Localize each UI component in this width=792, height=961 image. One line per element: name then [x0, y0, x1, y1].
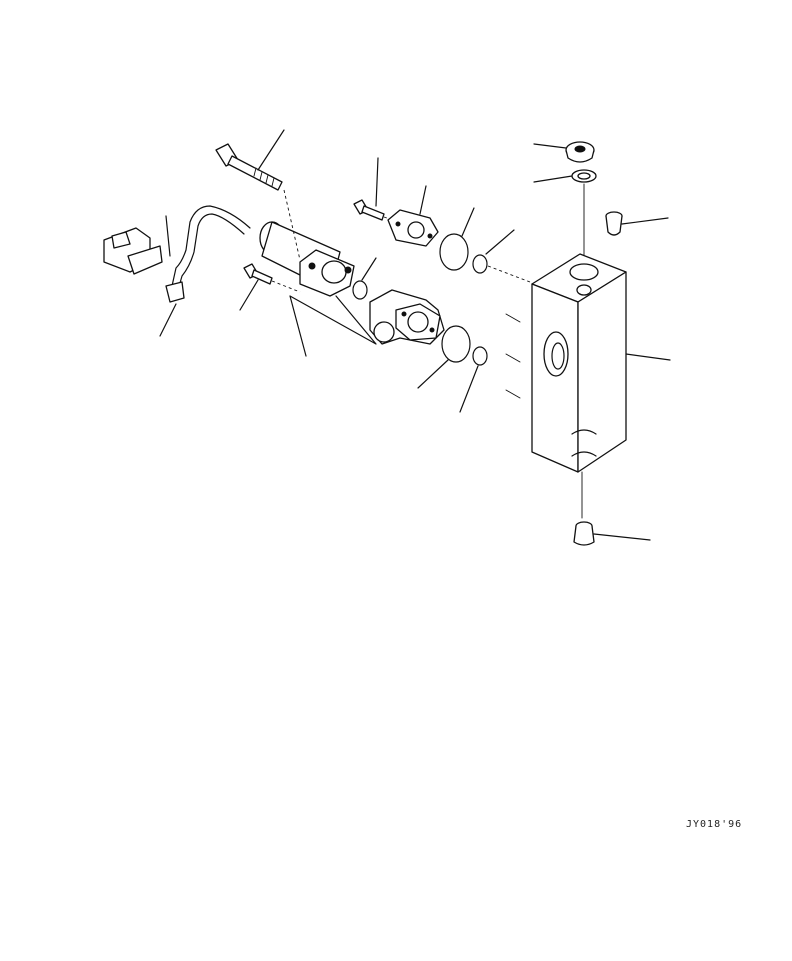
valve-body-icon: [369, 289, 445, 345]
guide-line: [487, 265, 531, 283]
leader-line: [375, 157, 379, 207]
o-ring-small-icon: [472, 254, 488, 274]
small-bolt-icon: [353, 199, 385, 221]
small-bolt-icon: [243, 263, 273, 285]
o-ring-small-icon: [472, 346, 488, 366]
leader-line: [533, 143, 567, 149]
leader-line: [159, 303, 177, 337]
leader-line: [289, 295, 377, 357]
cover-flange-icon: [387, 209, 439, 247]
leader-line: [165, 215, 171, 257]
guide-line: [505, 313, 521, 399]
leader-line: [485, 229, 515, 255]
o-ring-small-icon: [352, 280, 368, 300]
leader-line: [361, 257, 377, 281]
leader-line: [419, 185, 427, 215]
solenoid-coil-icon: [259, 221, 355, 297]
leader-line: [459, 365, 479, 413]
o-ring-large-icon: [441, 325, 471, 363]
leader-line: [533, 175, 573, 183]
drawing-code-label: JY018'96: [686, 819, 743, 830]
manifold-block-icon: [531, 253, 627, 473]
leader-line: [257, 129, 285, 171]
leader-line: [461, 207, 475, 237]
guide-line: [271, 280, 301, 293]
leader-line: [239, 279, 259, 311]
plug-icon: [605, 211, 623, 236]
long-bolt-icon: [215, 143, 283, 191]
wire-harness-icon: [103, 205, 251, 303]
leader-line: [625, 353, 671, 361]
plug-icon: [573, 521, 595, 546]
o-ring-large-icon: [439, 233, 469, 271]
plug-icon: [565, 141, 595, 163]
washer-icon: [571, 169, 597, 183]
leader-line: [593, 533, 651, 541]
leader-line: [621, 217, 669, 225]
leader-line: [417, 359, 449, 389]
